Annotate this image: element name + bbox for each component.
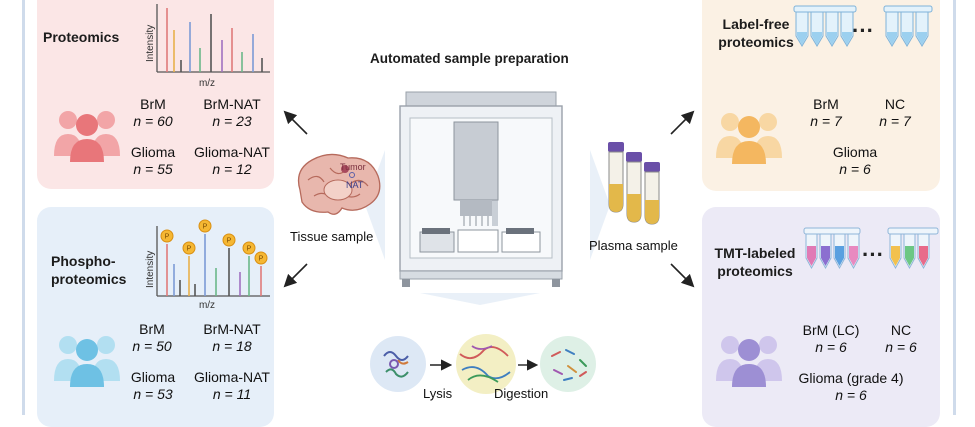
tube-strip-icon <box>793 5 933 47</box>
tmt-group-glioma-grade4: Glioma (grade 4)n = 6 <box>786 370 916 404</box>
tmt-ellipsis: ··· <box>862 242 884 267</box>
proteomics-x-axis-label: m/z <box>199 78 215 89</box>
proteomics-spectrum-icon: Intensity m/z <box>145 4 270 89</box>
group-name: BrM (LC) <box>802 322 860 338</box>
group-name: BrM <box>813 96 839 112</box>
group-name: Glioma-NAT <box>194 144 270 160</box>
center-title: Automated sample preparation <box>370 51 569 66</box>
p-badge-label: P <box>259 256 264 263</box>
p-badge-label: P <box>165 234 170 241</box>
people-icon-red <box>54 111 120 162</box>
group-count: n = 6 <box>835 387 867 403</box>
tumor-label: Tumor <box>340 162 366 172</box>
group-name: NC <box>890 322 912 338</box>
phospho-y-axis-label: Intensity <box>145 251 156 288</box>
group-count: n = 6 <box>815 339 847 355</box>
frame-left-line <box>22 0 25 415</box>
proteomics-title: Proteomics <box>43 29 120 45</box>
group-name: BrM-NAT <box>203 321 261 337</box>
tmt-title-line2: proteomics <box>717 263 793 279</box>
phospho-spectrum-icon: P P P P P P Intensity m/z <box>145 219 270 311</box>
group-count: n = 60 <box>133 113 173 129</box>
phospho-panel <box>37 207 274 427</box>
tmt-title-line1: TMT-labeled <box>714 245 796 261</box>
p-badge-label: P <box>187 246 192 253</box>
phospho-title: Phospho-proteomics <box>51 252 126 288</box>
p-badge-label: P <box>247 246 252 253</box>
group-name: BrM-NAT <box>203 96 261 112</box>
group-count: n = 55 <box>133 161 173 177</box>
tissue-sample-label: Tissue sample <box>290 229 374 244</box>
group-count: n = 18 <box>212 338 252 354</box>
lysis-label: Lysis <box>423 386 453 401</box>
proteomics-y-axis-label: Intensity <box>145 25 156 62</box>
arrows-layer <box>283 110 695 371</box>
group-name: NC <box>884 96 906 112</box>
people-icon-blue <box>54 336 120 387</box>
plasma-tubes-icon <box>608 142 660 225</box>
group-name: BrM <box>139 321 165 337</box>
group-count: n = 53 <box>133 386 173 402</box>
group-count: n = 6 <box>885 339 917 355</box>
arrow-to-phospho <box>283 263 308 288</box>
phospho-title-line2: proteomics <box>51 271 127 287</box>
brain-tissue-icon <box>297 153 381 215</box>
tmt-tube-strip-icon <box>803 227 939 270</box>
p-badge-label: P <box>203 224 208 231</box>
digestion-label: Digestion <box>494 386 549 401</box>
tmt-group-brm-lc: BrM (LC)n = 6 <box>790 322 872 356</box>
group-count: n = 23 <box>212 113 252 129</box>
people-icon-purple <box>716 336 782 387</box>
frame-right-line <box>953 0 956 415</box>
group-count: n = 11 <box>212 386 252 402</box>
group-name: BrM <box>140 96 166 112</box>
arrow-to-proteomics <box>283 110 308 135</box>
labelfree-title-line2: proteomics <box>718 34 794 50</box>
phospho-title-line1: Phospho- <box>51 253 116 269</box>
plasma-sample-label: Plasma sample <box>589 238 678 253</box>
group-name: Glioma <box>832 144 878 160</box>
nat-label: NAT <box>346 180 364 190</box>
phospho-x-axis-label: m/z <box>199 300 215 311</box>
group-count: n = 6 <box>839 161 871 177</box>
arrow-to-tmt <box>670 263 695 288</box>
group-name: Glioma <box>130 369 176 385</box>
labelfree-title-line1: Label-free <box>722 16 790 32</box>
labelfree-ellipsis: ··· <box>852 18 874 43</box>
tmt-title: TMT-labeled proteomics <box>706 244 804 280</box>
people-icon-orange <box>716 113 782 164</box>
arrow-to-labelfree <box>670 110 695 135</box>
lysis-digestion-illustration <box>370 334 596 394</box>
group-count: n = 12 <box>212 161 252 177</box>
p-badge-label: P <box>227 238 232 245</box>
group-name: Glioma (grade 4) <box>798 370 904 386</box>
phosphate-badges <box>160 219 268 265</box>
group-name: Glioma-NAT <box>194 369 270 385</box>
group-name: Glioma <box>130 144 176 160</box>
labelfree-title: Label-free proteomics <box>716 15 796 51</box>
group-count: n = 7 <box>879 113 911 129</box>
automation-instrument <box>399 91 563 287</box>
group-count: n = 7 <box>810 113 842 129</box>
group-count: n = 50 <box>132 338 172 354</box>
